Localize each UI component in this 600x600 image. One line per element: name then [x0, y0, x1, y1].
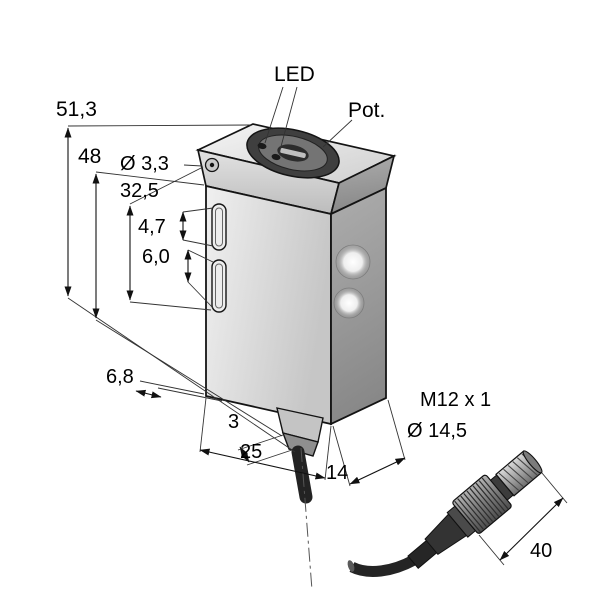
m12-connector [347, 450, 543, 577]
connector-knurl [452, 474, 512, 534]
lens-window-lower [333, 287, 365, 319]
connector-tip-face [522, 450, 543, 474]
dim-line-body-depth [349, 457, 406, 485]
hole-leader [183, 164, 203, 167]
dim-line-side-offset [135, 389, 162, 399]
dim-label-body-height: 48 [78, 145, 101, 168]
dim-label-side-offset: 6,8 [106, 366, 134, 388]
sensor-cap [195, 123, 397, 216]
dim-label-body-width: 25 [240, 441, 262, 463]
dim-label-gland-offset: 3 [228, 411, 239, 433]
labels: 51,3 48 Ø 3,3 32,5 4,7 6,0 6,8 3 25 14 L… [56, 63, 552, 562]
cable-cut-end [347, 560, 355, 572]
mounting-slots [211, 203, 227, 313]
extension-lines [67, 86, 568, 566]
pot-leader [322, 119, 353, 148]
led-leader-1 [264, 86, 284, 144]
dim-label-slot-pitch: 6,0 [142, 246, 170, 268]
mounting-slot-lower [211, 259, 227, 313]
label-connector-thread: M12 x 1 [420, 389, 491, 411]
dim-label-connector-length: 40 [530, 540, 552, 562]
led-dot-1 [257, 142, 267, 150]
connector-cable [349, 555, 417, 577]
sensor-body [205, 184, 387, 426]
connector-thread [495, 450, 543, 497]
led-indicators [257, 142, 281, 161]
dimension-lines [64, 127, 564, 561]
dim-line-body-width [199, 448, 326, 480]
mounting-hole [204, 157, 220, 173]
led-leader-2 [278, 86, 298, 155]
dim-line-connector-length [499, 497, 564, 561]
sensor-drawing [195, 123, 543, 591]
dim-label-slot-width: 4,7 [138, 216, 166, 238]
dim-label-overall-height: 51,3 [56, 98, 97, 121]
cable-centerline [300, 447, 313, 591]
dim-label-hole-diameter: Ø 3,3 [120, 153, 169, 175]
mounting-slot-upper [211, 203, 227, 251]
pot-adjust-slot [280, 148, 306, 158]
callout-pot: Pot. [348, 99, 385, 122]
led-dot-2 [271, 153, 281, 161]
callout-led: LED [274, 63, 315, 86]
lens-window-upper [335, 244, 371, 280]
dim-label-hole-offset: 32,5 [120, 180, 159, 202]
dim-label-body-depth: 14 [326, 462, 348, 484]
label-connector-diameter: Ø 14,5 [407, 420, 467, 442]
